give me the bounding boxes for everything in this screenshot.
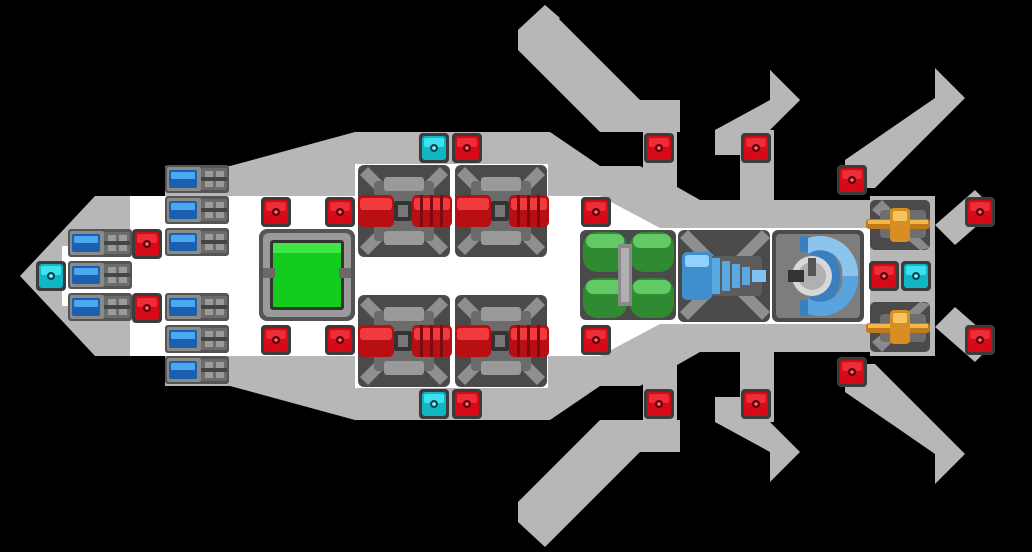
turret-bottom[interactable] [866,302,930,352]
turret-top[interactable] [866,200,930,250]
thruster [165,196,229,224]
hardpoint-red[interactable] [965,197,995,227]
reactor[interactable] [259,229,355,321]
hardpoint-red[interactable] [452,389,482,419]
hardpoint-red[interactable] [644,389,674,419]
engine[interactable] [455,295,549,387]
hardpoint-cyan[interactable] [36,261,66,291]
thruster [165,356,229,384]
hardpoint-red[interactable] [644,133,674,163]
thruster [68,229,132,257]
hardpoint-red[interactable] [261,197,291,227]
shield-generator[interactable] [772,230,864,322]
engine[interactable] [455,165,549,257]
hardpoint-cyan[interactable] [419,133,449,163]
hardpoint-red[interactable] [837,357,867,387]
hardpoint-red[interactable] [325,197,355,227]
hardpoint-red[interactable] [837,165,867,195]
hardpoint-red[interactable] [132,293,162,323]
hardpoint-red[interactable] [741,389,771,419]
thruster [165,325,229,353]
hardpoint-red[interactable] [581,197,611,227]
hardpoint-red[interactable] [741,133,771,163]
hardpoint-red[interactable] [965,325,995,355]
hardpoint-red[interactable] [581,325,611,355]
thruster [165,165,229,193]
hardpoint-red[interactable] [261,325,291,355]
thruster [68,293,132,321]
engine[interactable] [358,165,452,257]
hardpoint-red[interactable] [452,133,482,163]
hardpoint-red[interactable] [869,261,899,291]
hardpoint-cyan[interactable] [901,261,931,291]
hardpoint-cyan[interactable] [419,389,449,419]
engine[interactable] [358,295,452,387]
thruster [165,293,229,321]
cannon[interactable] [678,230,770,322]
thruster [165,228,229,256]
thruster [68,261,132,289]
capacitor-bank[interactable] [580,230,676,320]
hardpoint-red[interactable] [132,229,162,259]
hardpoint-red[interactable] [325,325,355,355]
